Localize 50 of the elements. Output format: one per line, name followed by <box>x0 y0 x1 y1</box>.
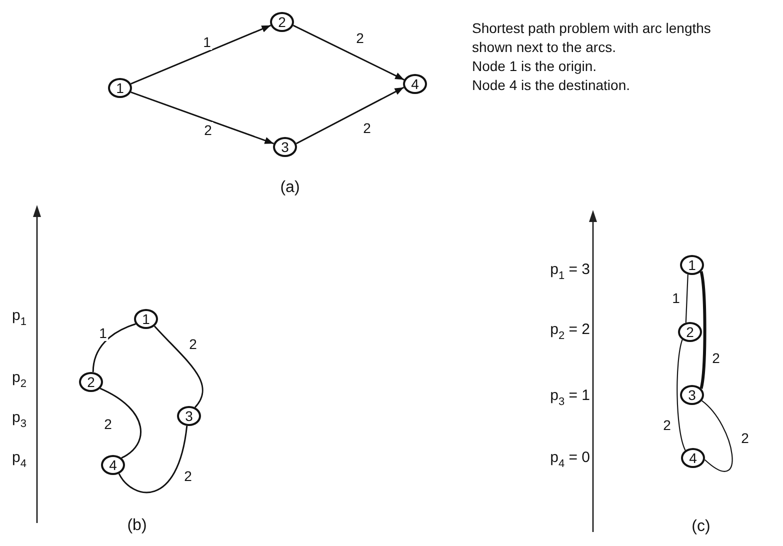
edge-label: 2 <box>355 30 365 46</box>
potential-label: p$_{1}$ <box>12 308 26 328</box>
edge-label: 2 <box>740 430 750 446</box>
arrow <box>296 86 404 144</box>
potential-label: p$_{4}$ = 0 <box>550 450 590 470</box>
note-text: Shortest path problem with arc lengths shown next to the arcs. <box>472 19 712 57</box>
node-circle: 1 <box>680 255 704 275</box>
potential-label: p$_{2}$ = 2 <box>550 322 590 342</box>
arc-line <box>676 340 686 451</box>
arc-line <box>700 271 706 389</box>
note-text: Node 4 is the destination. <box>472 76 631 95</box>
node-circle: 4 <box>101 455 125 475</box>
arrow <box>130 24 272 84</box>
edge-label: 2 <box>662 417 672 433</box>
arc-line <box>118 426 188 494</box>
note-text: Node 1 is the origin. <box>472 57 598 76</box>
node-circle: 2 <box>678 322 702 342</box>
node-circle: 3 <box>177 406 201 426</box>
node-circle: 4 <box>403 74 427 94</box>
node-circle: 1 <box>134 309 158 329</box>
potential-label: p$_{1}$ = 3 <box>550 262 590 282</box>
edge-label: 1 <box>671 290 681 306</box>
potential-label: p$_{2}$ <box>12 370 26 390</box>
panel-caption: (a) <box>279 178 301 197</box>
edge-label: 2 <box>183 468 193 484</box>
edge-label: 1 <box>98 325 108 341</box>
arrow <box>130 92 274 144</box>
panel-caption: (c) <box>690 517 712 536</box>
edge-label: 1 <box>202 34 212 50</box>
node-circle: 4 <box>681 448 705 468</box>
node-circle: 2 <box>270 12 294 32</box>
node-circle: 2 <box>79 372 103 392</box>
node-circle: 3 <box>680 385 704 405</box>
edge-label: 2 <box>103 416 113 432</box>
arc-line <box>685 274 688 323</box>
potential-label: p$_{4}$ <box>12 450 26 470</box>
edge-label: 2 <box>711 350 721 366</box>
arrow <box>292 24 404 80</box>
edge-label: 2 <box>362 120 372 136</box>
edge-label: 2 <box>188 336 198 352</box>
node-circle: 3 <box>273 137 297 157</box>
arc-line <box>701 400 733 472</box>
arc-line <box>92 323 136 372</box>
node-circle: 1 <box>108 78 132 98</box>
arc-line <box>100 388 142 459</box>
potential-label: p$_{3}$ = 1 <box>550 388 590 408</box>
edge-label: 2 <box>203 122 213 138</box>
potential-label: p$_{3}$ <box>12 410 26 430</box>
panel-caption: (b) <box>126 516 148 535</box>
arc-line <box>154 326 204 408</box>
